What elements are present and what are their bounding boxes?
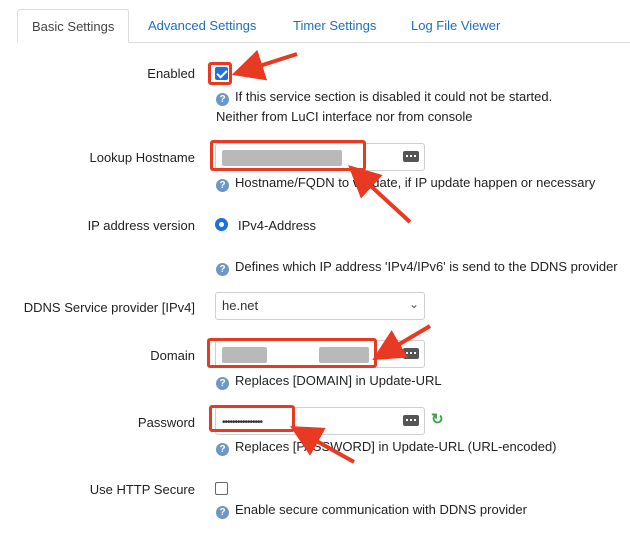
ip-version-hint-text: Defines which IP address 'IPv4/IPv6' is … [235,259,618,274]
arrow-enabled [231,49,298,81]
password-label: Password [137,415,195,430]
password-value: •••••••••••••••• [222,417,263,428]
refresh-icon[interactable]: ↻ [431,411,444,428]
enabled-label: Enabled [147,66,195,81]
domain-label: Domain [150,348,195,363]
arrow-domain [372,324,432,361]
use-https-label: Use HTTP Secure [89,482,195,497]
lookup-hostname-hint: ? Hostname/FQDN to validate, if IP update… [216,172,595,193]
keyboard-icon[interactable] [403,348,419,359]
question-circle-icon: ? [216,506,229,519]
domain-hint-text: Replaces [DOMAIN] in Update-URL [235,373,442,388]
enabled-hint: ? If this service section is disabled it … [216,86,552,107]
ip-version-hint: ? Defines which IP address 'IPv4/IPv6' is… [216,256,618,277]
redacted-value [222,346,267,363]
service-provider-value: he.net [222,298,259,313]
question-circle-icon: ? [216,263,229,276]
question-circle-icon: ? [216,443,229,456]
use-https-hint: ? Enable secure communication with DDNS p… [216,499,527,520]
tab-basic-settings[interactable]: Basic Settings [17,9,130,43]
tab-advanced-settings[interactable]: Advanced Settings [148,18,257,33]
ip-version-label: IP address version [87,218,195,233]
domain-hint: ? Replaces [DOMAIN] in Update-URL [216,370,442,391]
ipv4-radio-label[interactable]: IPv4-Address [238,218,317,233]
keyboard-icon[interactable] [403,415,419,426]
question-circle-icon: ? [216,93,229,106]
annotation-box-hostname [210,140,366,171]
service-provider-label: DDNS Service provider [IPv4] [23,300,195,315]
lookup-hostname-hint-text: Hostname/FQDN to validate, if IP update … [235,175,596,190]
question-circle-icon: ? [216,179,229,192]
enabled-hint-line1: If this service section is disabled it c… [235,89,553,104]
tab-log-file-viewer[interactable]: Log File Viewer [411,18,501,33]
keyboard-icon[interactable] [403,151,419,162]
redacted-value [319,346,370,363]
use-https-hint-text: Enable secure communication with DDNS pr… [235,502,527,517]
tab-bar: Basic Settings Advanced Settings Timer S… [17,0,630,43]
annotation-box-password [209,405,295,432]
arrow-password [290,426,355,464]
lookup-hostname-input[interactable] [215,143,425,171]
question-circle-icon: ? [216,377,229,390]
enabled-checkbox[interactable] [215,67,228,80]
tab-timer-settings[interactable]: Timer Settings [293,18,377,33]
arrow-hostname [348,165,412,224]
ipv4-radio[interactable] [215,218,228,231]
use-https-checkbox[interactable] [215,482,228,495]
chevron-down-icon: ⌄ [409,297,420,311]
annotation-box-enabled [208,62,232,85]
enabled-hint-line2: Neither from LuCI interface nor from con… [216,109,473,124]
service-provider-select[interactable]: he.net [215,292,425,320]
lookup-hostname-label: Lookup Hostname [89,150,195,165]
redacted-value [222,149,342,166]
